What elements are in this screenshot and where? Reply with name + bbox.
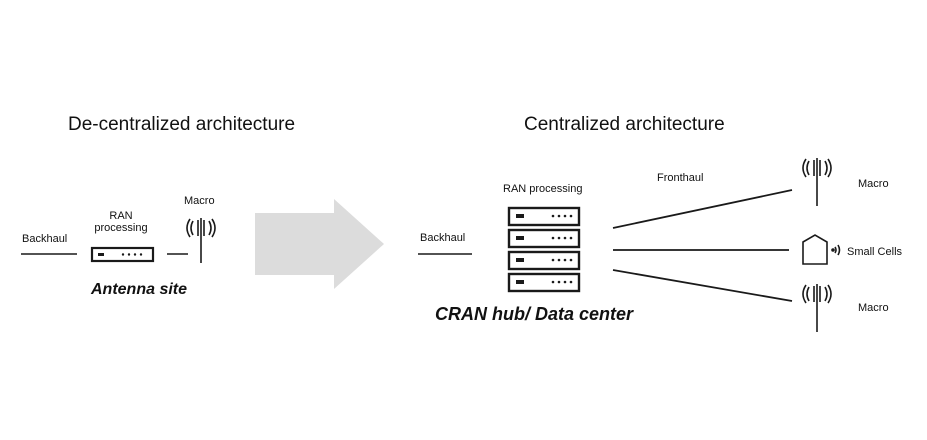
- decentralized-backhaul-label: Backhaul: [22, 233, 68, 245]
- fronthaul-line-top: [612, 189, 793, 229]
- decentralized-macro-label: Macro: [184, 195, 215, 207]
- centralized-ran-label: RAN processing: [503, 183, 583, 195]
- cran-hub-label: CRAN hub/ Data center: [435, 304, 634, 324]
- small-cells-label: Small Cells: [847, 246, 903, 258]
- transition-arrow: [255, 199, 384, 289]
- server-icon: [507, 206, 581, 227]
- macro-top-label: Macro: [858, 178, 889, 190]
- macro-bottom-label: Macro: [858, 302, 889, 314]
- server-icon: [507, 250, 581, 271]
- macro-bottom-antenna-icon: [802, 284, 832, 332]
- small-cell-house-icon: [802, 234, 841, 265]
- fronthaul-label: Fronthaul: [657, 172, 704, 184]
- antenna-site-label: Antenna site: [91, 281, 188, 298]
- ran-label-line1: RAN: [109, 210, 133, 222]
- decentralized-ran-label: RAN processing: [88, 210, 154, 234]
- decentralized-title: De-centralized architecture: [68, 114, 296, 135]
- ran-label-line2: processing: [94, 222, 148, 234]
- centralized-title: Centralized architecture: [524, 114, 725, 135]
- fronthaul-line-bottom: [612, 269, 793, 302]
- server-stack-icon: [507, 206, 581, 293]
- server-icon: [507, 228, 581, 249]
- decentralized-server-icon: [90, 246, 155, 263]
- server-icon: [507, 272, 581, 293]
- centralized-backhaul-label: Backhaul: [420, 232, 466, 244]
- decentralized-antenna-icon: [186, 218, 216, 263]
- macro-top-antenna-icon: [802, 158, 832, 206]
